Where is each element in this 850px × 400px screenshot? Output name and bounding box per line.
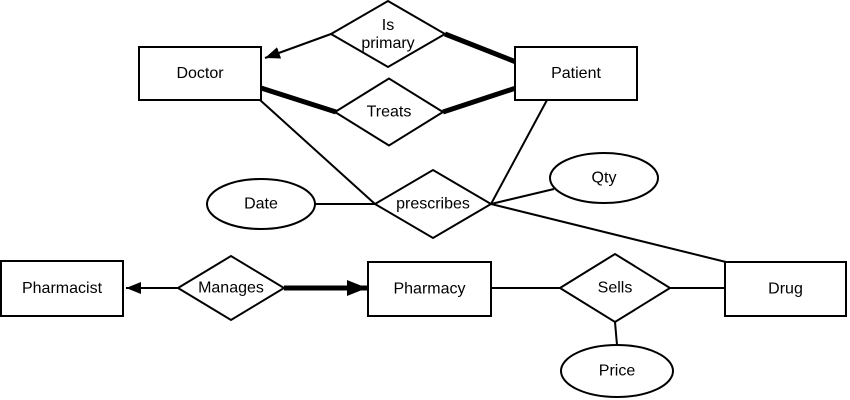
attribute-qty-ellipse	[549, 152, 659, 204]
attribute-price: Price	[560, 344, 674, 398]
attribute-price-label: Price	[599, 363, 636, 380]
relationship-treats-diamond	[333, 77, 445, 147]
entity-drug: Drug	[724, 261, 847, 317]
edge-doctor-prescribes	[259, 99, 376, 205]
edges-layer	[126, 31, 727, 346]
edge-patient-prescribes	[490, 99, 548, 205]
relationship-sells: Sells	[558, 252, 672, 324]
relationship-manages-diamond	[176, 254, 286, 322]
relationship-prescribes-diamond	[373, 168, 493, 240]
attribute-qty: Qty	[549, 152, 659, 204]
relationship-is-primary-label-line-1: primary	[361, 35, 414, 52]
entity-patient: Patient	[514, 46, 638, 101]
entity-doctor-label: Doctor	[176, 65, 224, 82]
relationship-prescribes-label: prescribes	[396, 196, 470, 213]
entity-patient-box	[514, 46, 638, 101]
relationship-sells-label: Sells	[598, 280, 633, 297]
relationship-treats-label: Treats	[367, 104, 412, 121]
edge-prescribes-drug	[490, 203, 727, 263]
edge-is-primary-patient	[444, 31, 517, 65]
edge-prescribes-qty	[490, 188, 555, 205]
attribute-price-ellipse	[560, 344, 674, 398]
attribute-date-ellipse	[206, 178, 316, 230]
edge-doctor-treats	[260, 85, 337, 115]
entity-pharmacist-box	[0, 260, 124, 317]
relationship-is-primary-label-line-0: Is	[382, 17, 394, 34]
relationship-treats: Treats	[333, 77, 445, 147]
relationship-is-primary-diamond	[329, 0, 447, 69]
entity-pharmacist-label: Pharmacist	[22, 280, 103, 297]
entity-pharmacy-label: Pharmacy	[393, 281, 465, 298]
relationship-manages-label: Manages	[198, 280, 264, 297]
edge-treats-patient	[442, 85, 517, 115]
entity-doctor-box	[138, 46, 262, 101]
entity-pharmacist: Pharmacist	[0, 260, 124, 317]
attribute-qty-label: Qty	[592, 170, 617, 187]
relationship-prescribes: prescribes	[373, 168, 493, 240]
entity-drug-label: Drug	[768, 281, 803, 298]
edge-sells-price	[614, 321, 618, 346]
relationship-sells-diamond	[558, 252, 672, 324]
attribute-date-label: Date	[244, 196, 278, 213]
attribute-date: Date	[206, 178, 316, 230]
entity-pharmacy: Pharmacy	[367, 261, 492, 317]
relationship-manages: Manages	[176, 254, 286, 322]
edge-is-primary-doctor	[264, 33, 332, 59]
entity-doctor: Doctor	[138, 46, 262, 101]
entity-patient-label: Patient	[551, 65, 601, 82]
entity-drug-box	[724, 261, 847, 317]
entity-pharmacy-box	[367, 261, 492, 317]
